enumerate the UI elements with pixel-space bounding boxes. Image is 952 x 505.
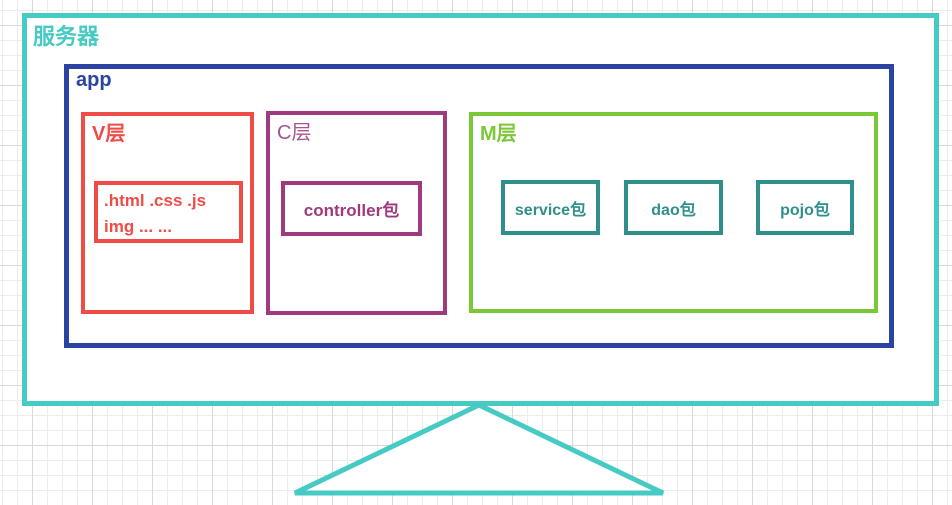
dao-package-box: dao包 <box>624 180 723 235</box>
app-box: app V层 .html .css .js img ... ... C层 con… <box>64 64 894 348</box>
model-layer-label: M层 <box>480 123 517 145</box>
pojo-package-label: pojo包 <box>780 201 830 219</box>
dao-package-label: dao包 <box>651 201 696 219</box>
view-files-box: .html .css .js img ... ... <box>94 181 243 243</box>
model-layer-box: M层 service包 dao包 pojo包 <box>469 112 878 313</box>
view-layer-label: V层 <box>92 123 126 145</box>
server-label: 服务器 <box>33 24 100 49</box>
app-label: app <box>76 69 112 91</box>
service-package-label: service包 <box>514 201 587 219</box>
controller-layer-box: C层 controller包 <box>266 111 447 315</box>
controller-package-box: controller包 <box>281 181 422 236</box>
monitor-stand-triangle <box>293 402 665 496</box>
server-box: 服务器 app V层 .html .css .js img ... ... C层… <box>22 13 939 406</box>
controller-package-label: controller包 <box>303 201 400 220</box>
view-files-line1: .html .css .js <box>104 191 207 210</box>
view-files-line2: img ... ... <box>104 217 173 236</box>
controller-layer-label: C层 <box>277 122 312 144</box>
service-package-box: service包 <box>501 180 600 235</box>
pojo-package-box: pojo包 <box>756 180 854 235</box>
view-layer-box: V层 .html .css .js img ... ... <box>81 112 254 314</box>
